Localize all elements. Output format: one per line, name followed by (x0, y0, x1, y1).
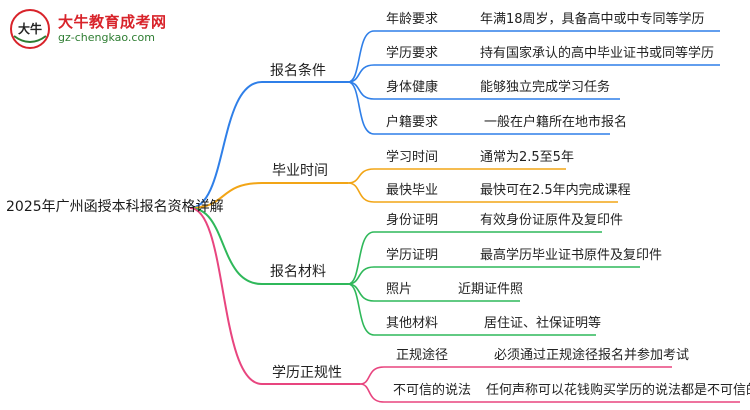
topic-untrustworthy-claims: 不可信的说法 (393, 383, 472, 398)
branch-connector-2 (189, 207, 263, 285)
detail-education-requirement: 持有国家承认的高中毕业证书或同等学历 (480, 46, 715, 61)
topic-health: 身体健康 (386, 80, 439, 95)
detail-untrustworthy-claims: 任何声称可以花钱购买学历的说法都是不可信的 (486, 383, 750, 398)
detail-household-registration: 一般在户籍所在地市报名 (484, 115, 628, 130)
branch-connector-3 (189, 207, 263, 385)
leaf-connector-2-0 (347, 231, 375, 285)
branch-connector-1 (189, 182, 263, 209)
topic-other-materials: 其他材料 (386, 316, 439, 331)
branch-registration-conditions: 报名条件 (270, 63, 326, 79)
leaf-connector-0-0 (347, 30, 375, 83)
logo-url: gz-chengkao.com (58, 31, 155, 44)
detail-age-requirement: 年满18周岁，具备高中或中专同等学历 (480, 12, 705, 27)
detail-study-duration: 通常为2.5至5年 (480, 150, 574, 165)
topic-legitimate-channel: 正规途径 (396, 348, 449, 363)
topic-identity-proof: 身份证明 (386, 213, 439, 228)
root-topic: 2025年广州函授本科报名资格详解 (6, 199, 224, 215)
topic-study-duration: 学习时间 (386, 150, 439, 165)
branch-registration-materials: 报名材料 (270, 264, 326, 280)
logo-title: 大牛教育成考网 (58, 13, 167, 31)
detail-photo: 近期证件照 (458, 282, 524, 297)
detail-health: 能够独立完成学习任务 (480, 80, 611, 95)
topic-fastest-graduation: 最快毕业 (386, 183, 439, 198)
topic-household-registration: 户籍要求 (386, 115, 439, 130)
leaf-connector-1-1 (347, 182, 375, 203)
topic-education-proof: 学历证明 (386, 248, 439, 263)
leaf-connector-2-3 (347, 283, 375, 336)
leaf-connector-0-3 (347, 81, 375, 135)
site-logo[interactable]: 大牛 大牛教育成考网 gz-chengkao.com (8, 6, 208, 52)
branch-education-legitimacy: 学历正规性 (272, 365, 342, 381)
detail-fastest-graduation: 最快可在2.5年内完成课程 (480, 183, 631, 198)
branch-connector-0 (189, 81, 263, 209)
detail-education-proof: 最高学历毕业证书原件及复印件 (480, 248, 663, 263)
leaf-connector-3-0 (359, 366, 385, 385)
detail-identity-proof: 有效身份证原件及复印件 (480, 213, 624, 228)
leaf-connector-1-0 (347, 168, 375, 184)
topic-education-requirement: 学历要求 (386, 46, 439, 61)
logo-mark-text: 大牛 (18, 21, 42, 36)
topic-photo: 照片 (386, 282, 413, 297)
detail-legitimate-channel: 必须通过正规途径报名并参加考试 (494, 348, 690, 363)
topic-age-requirement: 年龄要求 (386, 12, 439, 27)
logo-mark-icon: 大牛 (10, 9, 50, 49)
leaf-connector-3-1 (359, 383, 385, 403)
branch-graduation-time: 毕业时间 (272, 163, 328, 179)
detail-other-materials: 居住证、社保证明等 (484, 316, 602, 331)
